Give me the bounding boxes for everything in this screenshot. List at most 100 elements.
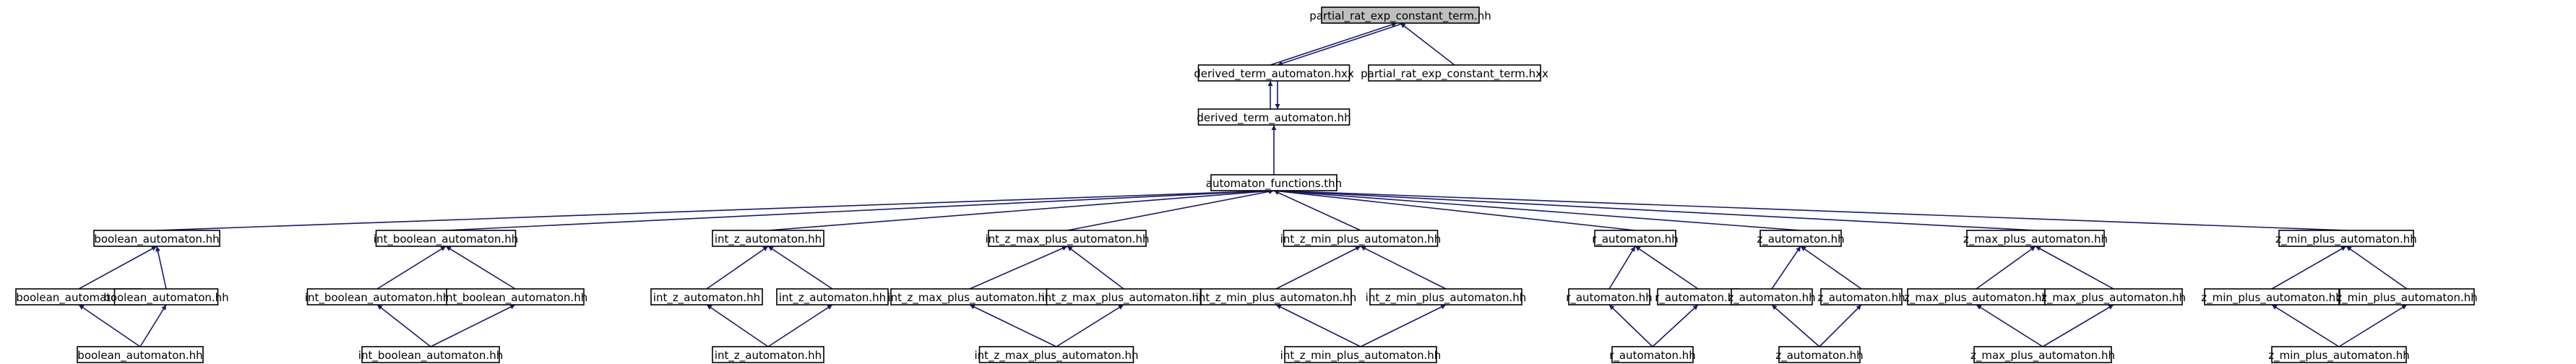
- node-label: int_z_min_plus_automaton.hh: [1280, 233, 1442, 246]
- node-label: int_z_automaton.hh: [779, 291, 886, 305]
- node-box: [1283, 230, 1439, 247]
- edge-g9c-to-g9a: [2271, 304, 2340, 347]
- edge-g7c-to-g7a: [1771, 304, 1820, 347]
- edge-g1a-to-g1: [78, 246, 158, 290]
- graph-node-g3b[interactable]: int_z_automaton.hh: [776, 288, 889, 306]
- graph-node-g9c[interactable]: z_min_plus_automaton.hh: [2268, 346, 2410, 363]
- edge-g7-to-n4: [1273, 188, 1801, 231]
- node-label: boolean_automaton.hh: [103, 291, 228, 305]
- edge-g4c-to-g4b: [1056, 304, 1124, 347]
- edge-g4b-to-g4: [1067, 246, 1124, 290]
- graph-edges: [78, 22, 2408, 347]
- graph-node-g4[interactable]: int_z_max_plus_automaton.hh: [985, 230, 1150, 247]
- edge-g4c-to-g4a: [969, 304, 1057, 347]
- graph-node-g2b[interactable]: int_boolean_automaton.hh: [443, 288, 587, 306]
- node-label: derived_term_automaton.hxx: [1194, 67, 1354, 81]
- node-label: z_automaton.hh: [1775, 349, 1863, 363]
- graph-node-n3[interactable]: derived_term_automaton.hh: [1197, 108, 1351, 126]
- node-box: [1820, 288, 1903, 306]
- graph-node-g3a[interactable]: int_z_automaton.hh: [650, 288, 763, 306]
- graph-node-g1a[interactable]: boolean_automaton.hh: [15, 288, 142, 306]
- edge-g3a-to-g3: [706, 246, 769, 290]
- node-label: z_max_plus_automaton.hh: [1970, 349, 2115, 363]
- graph-node-g3c[interactable]: int_z_automaton.hh: [712, 346, 824, 363]
- node-box: [988, 230, 1147, 247]
- graph-node-g4b[interactable]: int_z_max_plus_automaton.hh: [1041, 288, 1206, 306]
- edge-g9-to-n4: [1273, 188, 2347, 231]
- graph-node-g1b[interactable]: boolean_automaton.hh: [103, 288, 229, 306]
- graph-node-n4[interactable]: automaton_functions.thh: [1206, 174, 1342, 191]
- edge-g9a-to-g9: [2271, 246, 2347, 290]
- edge-g5c-to-g5a: [1275, 304, 1361, 347]
- graph-node-g4a[interactable]: int_z_max_plus_automaton.hh: [887, 288, 1052, 306]
- graph-root-node: partial_rat_exp_constant_term.hh: [1309, 6, 1491, 24]
- node-label: r_automaton.hh: [1655, 291, 1741, 305]
- edge-g3c-to-g3b: [767, 304, 833, 347]
- graph-node-g3[interactable]: int_z_automaton.hh: [712, 230, 824, 247]
- node-label: r_automaton.hh: [1592, 233, 1679, 246]
- node-label: derived_term_automaton.hh: [1197, 111, 1351, 125]
- node-box: [1568, 288, 1650, 306]
- graph-node-g1c[interactable]: boolean_automaton.hh: [77, 346, 204, 363]
- edge-g2a-to-g2: [376, 246, 447, 290]
- node-box: [1368, 64, 1541, 82]
- graph-node-g9a[interactable]: z_min_plus_automaton.hh: [2201, 288, 2343, 306]
- node-box: [361, 346, 500, 363]
- node-box: [712, 230, 824, 247]
- node-box: [776, 288, 889, 306]
- node-box: [2278, 230, 2414, 247]
- graph-nodes: partial_rat_exp_constant_term.hh derived_…: [15, 6, 2478, 363]
- node-box: [650, 288, 763, 306]
- node-label: z_min_plus_automaton.hh: [2275, 233, 2417, 246]
- edge-g2b-to-g2: [445, 246, 516, 290]
- edge-g1c-to-g1b: [139, 304, 167, 347]
- graph-node-n2[interactable]: partial_rat_exp_constant_term.hxx: [1361, 64, 1548, 82]
- graph-node-g2a[interactable]: int_boolean_automaton.hh: [305, 288, 449, 306]
- edge-g6c-to-g6b: [1652, 304, 1699, 347]
- graph-node-n1[interactable]: derived_term_automaton.hxx: [1194, 64, 1354, 82]
- node-label: int_z_min_plus_automaton.hh: [1280, 349, 1442, 363]
- graph-node-g9b[interactable]: z_min_plus_automaton.hh: [2336, 288, 2478, 306]
- graph-node-g5b[interactable]: int_z_min_plus_automaton.hh: [1366, 288, 1527, 306]
- edge-g1b-to-g1: [155, 246, 167, 290]
- node-label: z_max_plus_automaton.hh: [1963, 233, 2108, 246]
- node-box: [77, 346, 204, 363]
- node-box: [93, 230, 220, 247]
- graph-node-g5a[interactable]: int_z_min_plus_automaton.hh: [1196, 288, 1357, 306]
- edge-g6b-to-g6: [1634, 246, 1699, 290]
- graph-node-g2c[interactable]: int_boolean_automaton.hh: [358, 346, 503, 363]
- graph-node-g7a[interactable]: z_automaton.hh: [1728, 288, 1816, 306]
- node-label: int_z_max_plus_automaton.hh: [985, 233, 1149, 246]
- node-box: [1210, 174, 1337, 191]
- node-label: int_boolean_automaton.hh: [358, 349, 503, 363]
- node-box: [1197, 108, 1351, 126]
- node-box: [1200, 288, 1352, 306]
- edge-n2-to-n0: [1400, 22, 1455, 66]
- graph-node-g9[interactable]: z_min_plus_automaton.hh: [2275, 230, 2417, 247]
- graph-node-g8c[interactable]: z_max_plus_automaton.hh: [1970, 346, 2115, 363]
- node-box: [1611, 346, 1694, 363]
- node-label: int_z_automaton.hh: [715, 349, 822, 363]
- edge-g8a-to-g8: [1976, 246, 2036, 290]
- graph-node-g8b[interactable]: z_max_plus_automaton.hh: [2041, 288, 2186, 306]
- edge-g3c-to-g3a: [706, 304, 769, 347]
- graph-node-g4c[interactable]: int_z_max_plus_automaton.hh: [974, 346, 1139, 363]
- node-label: int_z_min_plus_automaton.hh: [1366, 291, 1527, 305]
- graph-node-g5c[interactable]: int_z_min_plus_automaton.hh: [1280, 346, 1442, 363]
- graph-node-g6b[interactable]: r_automaton.hh: [1655, 288, 1741, 306]
- node-label: boolean_automaton.hh: [94, 233, 219, 246]
- node-box: [1197, 64, 1351, 82]
- graph-node-g1[interactable]: boolean_automaton.hh: [93, 230, 220, 247]
- graph-node-g2[interactable]: int_boolean_automaton.hh: [374, 230, 518, 247]
- graph-node-g7c[interactable]: z_automaton.hh: [1775, 346, 1864, 363]
- node-label: z_min_plus_automaton.hh: [2336, 291, 2478, 305]
- node-label: int_boolean_automaton.hh: [443, 291, 587, 305]
- graph-node-g7[interactable]: z_automaton.hh: [1757, 230, 1845, 247]
- graph-node-g7b[interactable]: z_automaton.hh: [1817, 288, 1905, 306]
- graph-node-g6[interactable]: r_automaton.hh: [1592, 230, 1679, 247]
- graph-node-g6c[interactable]: r_automaton.hh: [1609, 346, 1696, 363]
- graph-node-g8[interactable]: z_max_plus_automaton.hh: [1963, 230, 2108, 247]
- graph-node-g6a[interactable]: r_automaton.hh: [1566, 288, 1653, 306]
- graph-node-g5[interactable]: int_z_min_plus_automaton.hh: [1280, 230, 1442, 247]
- graph-node-g8a[interactable]: z_max_plus_automaton.hh: [1904, 288, 2049, 306]
